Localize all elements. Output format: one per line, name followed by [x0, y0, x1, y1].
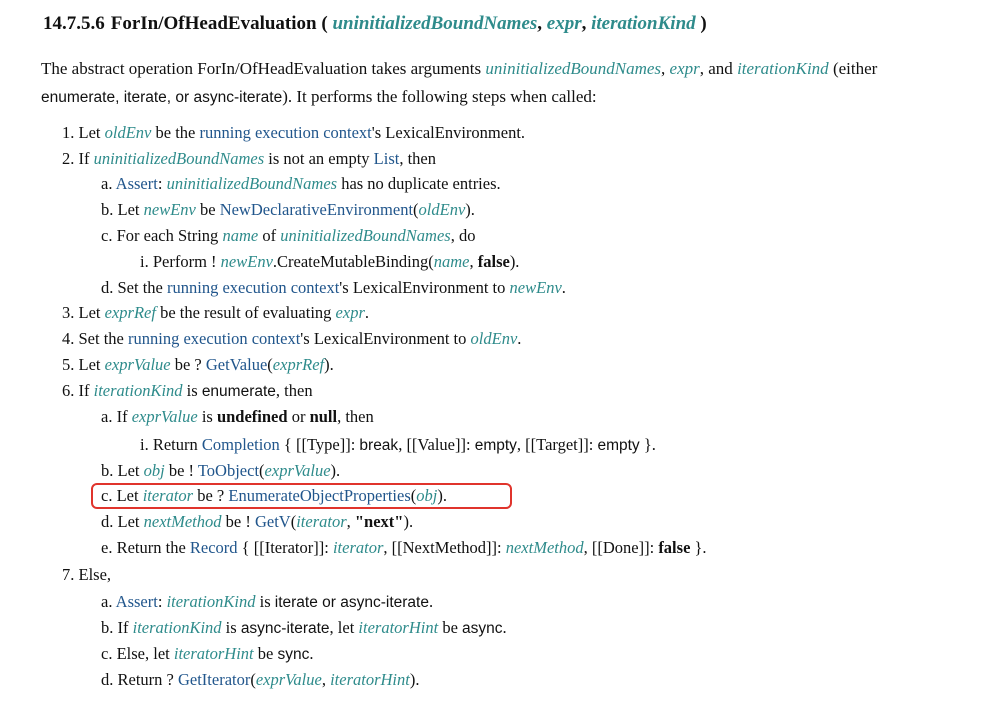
step-1: 1. Let oldEnv be the running execution c… — [62, 123, 526, 142]
step-6ai: i. Return Completion { [[Type]]: break, … — [140, 435, 656, 454]
get-value-link[interactable]: GetValue — [205, 355, 268, 374]
section-number: 14.7.5.6 — [43, 13, 105, 34]
record-link[interactable]: Record — [189, 538, 238, 557]
section-name: ForIn/OfHeadEvaluation — [110, 13, 317, 34]
param-uninitialized-bound-names: uninitializedBoundNames — [332, 13, 538, 34]
getv-link[interactable]: GetV — [254, 512, 291, 531]
step-3: 3. Let exprRef be the result of evaluati… — [62, 303, 369, 322]
step-7d: d. Return ? GetIterator(exprValue, itera… — [101, 670, 420, 689]
step-7c: c. Else, let iteratorHint be sync. — [101, 644, 314, 663]
list-link[interactable]: List — [373, 149, 400, 168]
step-6d: d. Let nextMethod be ! GetV(iterator, "n… — [101, 512, 414, 531]
step-2c: c. For each String name of uninitialized… — [101, 226, 476, 245]
param-expr: expr — [546, 13, 582, 34]
step-4: 4. Set the running execution context's L… — [62, 329, 522, 348]
step-6c: c. Let iterator be ? EnumerateObjectProp… — [101, 486, 447, 505]
intro-paragraph: The abstract operation ForIn/OfHeadEvalu… — [41, 59, 878, 106]
step-2ci: i. Perform ! newEnv.CreateMutableBinding… — [140, 252, 520, 271]
step-2a: a. Assert: uninitializedBoundNames has n… — [101, 174, 501, 193]
step-2b: b. Let newEnv be NewDeclarativeEnvironme… — [101, 200, 475, 219]
step-5: 5. Let exprValue be ? GetValue(exprRef). — [62, 355, 334, 374]
assert-link[interactable]: Assert — [115, 592, 158, 611]
step-6b: b. Let obj be ! ToObject(exprValue). — [101, 461, 341, 480]
new-declarative-environment-link[interactable]: NewDeclarativeEnvironment — [219, 200, 414, 219]
enumerate-object-properties-link[interactable]: EnumerateObjectProperties — [228, 486, 411, 505]
step-2d: d. Set the running execution context's L… — [101, 278, 566, 297]
step-7a: a. Assert: iterationKind is iterate or a… — [101, 592, 434, 611]
step-6: 6. If iterationKind is enumerate, then — [62, 381, 313, 400]
step-2: 2. If uninitializedBoundNames is not an … — [62, 149, 436, 168]
get-iterator-link[interactable]: GetIterator — [177, 670, 251, 689]
running-execution-context-link[interactable]: running execution context — [167, 278, 340, 297]
highlight-annotation-box — [91, 483, 512, 509]
running-execution-context-link[interactable]: running execution context — [128, 329, 301, 348]
param-iteration-kind: iterationKind — [591, 13, 696, 34]
step-6e: e. Return the Record { [[Iterator]]: ite… — [101, 538, 707, 557]
step-7b: b. If iterationKind is async-iterate, le… — [101, 618, 507, 637]
completion-link[interactable]: Completion — [201, 435, 280, 454]
step-7: 7. Else, — [62, 565, 112, 584]
running-execution-context-link[interactable]: running execution context — [199, 123, 372, 142]
step-6a: a. If exprValue is undefined or null, th… — [101, 407, 374, 426]
to-object-link[interactable]: ToObject — [197, 461, 260, 480]
assert-link[interactable]: Assert — [115, 174, 158, 193]
